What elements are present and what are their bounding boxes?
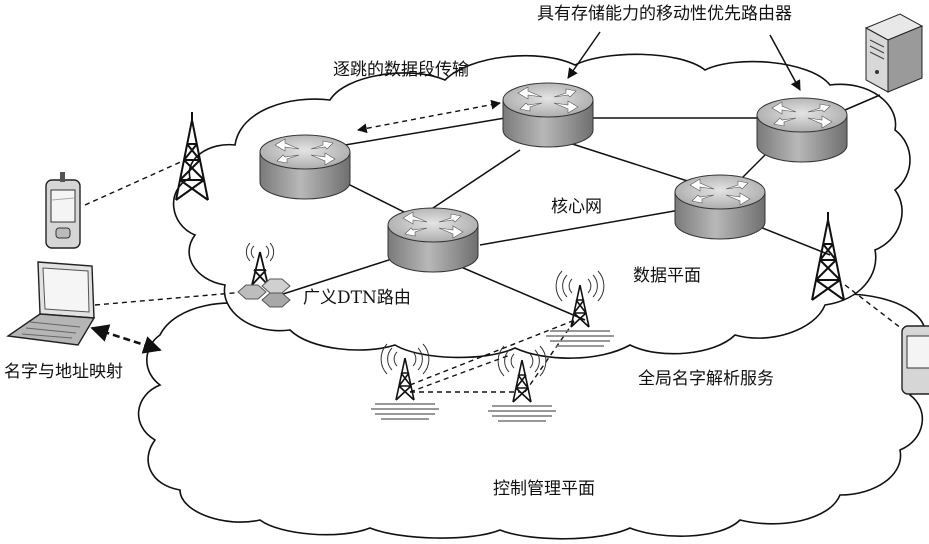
name-map-arrow <box>90 324 162 354</box>
dtn-router-icon <box>237 242 291 308</box>
mobile-phone-right-icon <box>901 325 929 395</box>
laptop-icon <box>6 261 96 346</box>
router-links <box>279 94 881 321</box>
server-icon <box>864 13 924 93</box>
data-plane-label: 数据平面 <box>633 266 701 286</box>
router-top <box>502 82 594 148</box>
router-mid-right <box>674 174 766 240</box>
mobile-phone-left-icon <box>45 172 81 249</box>
dtn-router-label: 广义DTN路由 <box>303 288 411 308</box>
global-name-service-label: 全局名字解析服务 <box>638 369 774 389</box>
hop-transfer-arrow <box>357 99 501 134</box>
dashed-links <box>84 159 911 393</box>
name-addr-map-label: 名字与地址映射 <box>4 362 123 382</box>
router-left <box>259 134 351 200</box>
control-plane-label: 控制管理平面 <box>493 479 595 499</box>
hop-transfer-label: 逐跳的数据段传输 <box>333 60 469 80</box>
core-net-label: 核心网 <box>551 197 602 217</box>
router-desc-arrow-2 <box>769 34 801 91</box>
router-desc-arrow-1 <box>567 31 601 79</box>
router-desc-label: 具有存储能力的移动性优先路由器 <box>537 4 792 24</box>
router-right <box>756 97 848 163</box>
router-center <box>387 207 479 273</box>
